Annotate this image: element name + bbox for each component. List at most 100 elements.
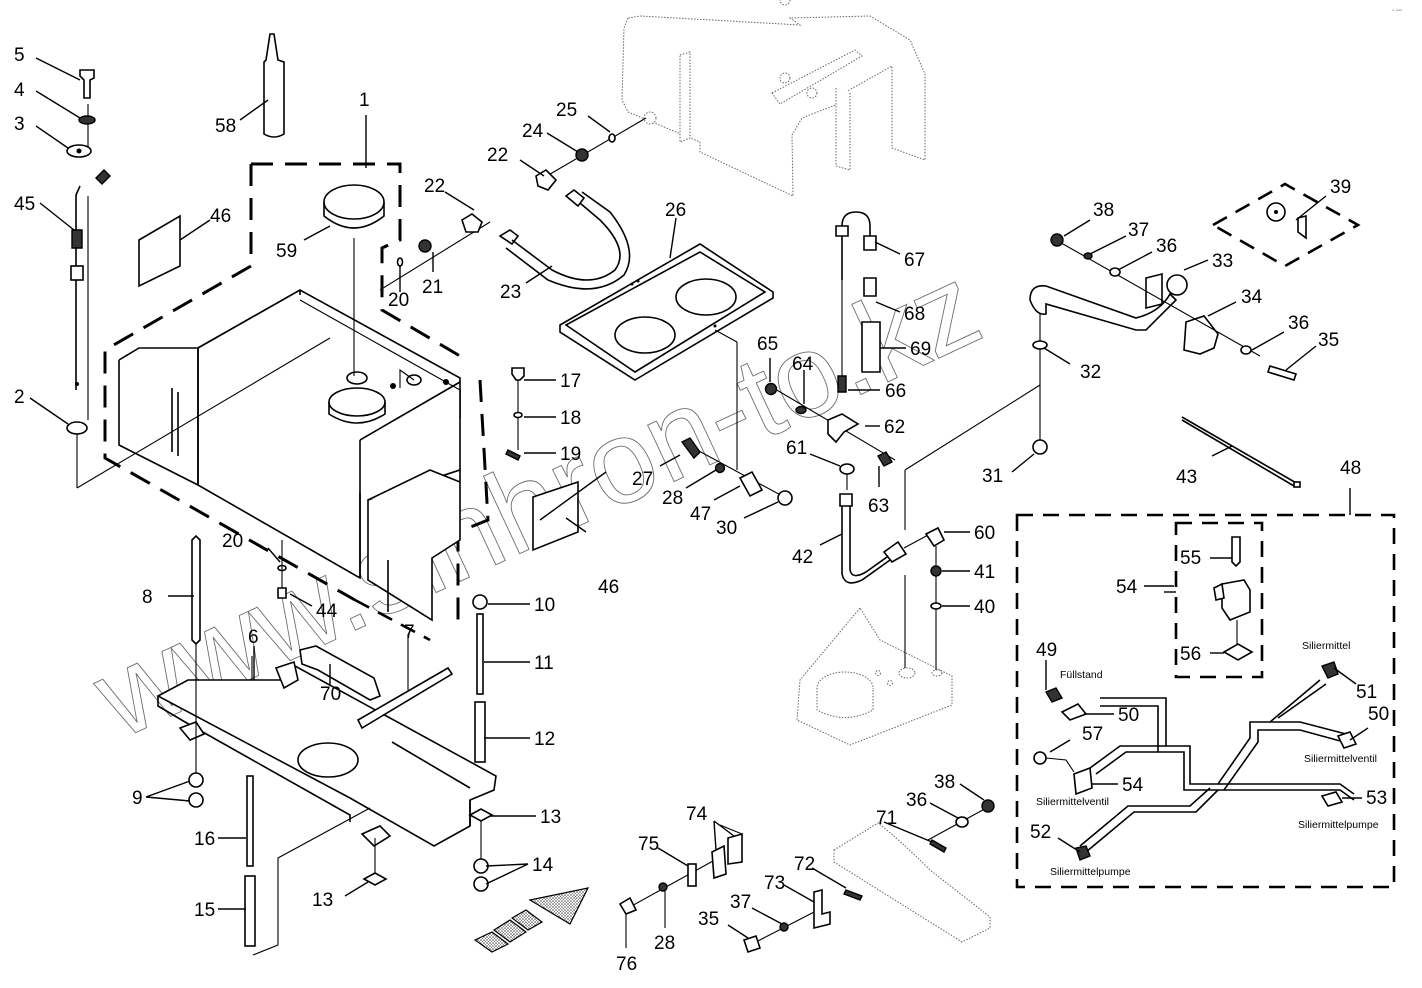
callout-11[interactable]: 11 — [534, 653, 554, 674]
callout-66[interactable]: 66 — [885, 381, 906, 402]
callout-26[interactable]: 26 — [665, 200, 686, 221]
callout-51[interactable]: 51 — [1356, 682, 1377, 703]
callout-45[interactable]: 45 — [14, 194, 35, 215]
callout-52[interactable]: 52 — [1030, 822, 1051, 843]
callout-5[interactable]: 5 — [14, 45, 25, 66]
callout-23[interactable]: 23 — [500, 282, 521, 303]
callout-59[interactable]: 59 — [276, 241, 297, 262]
callout-12[interactable]: 12 — [534, 729, 555, 750]
callout-8[interactable]: 8 — [142, 587, 153, 608]
callout-21[interactable]: 21 — [422, 277, 443, 298]
callout-41[interactable]: 41 — [974, 562, 995, 583]
callout-69[interactable]: 69 — [910, 339, 931, 360]
arm-assembly — [1029, 233, 1298, 455]
callout-38-lower[interactable]: 38 — [934, 772, 955, 793]
callout-28-upper[interactable]: 28 — [662, 488, 683, 509]
callout-20-lower[interactable]: 20 — [222, 531, 243, 552]
callout-49[interactable]: 49 — [1036, 640, 1057, 661]
callout-43[interactable]: 43 — [1176, 467, 1197, 488]
callout-34[interactable]: 34 — [1241, 287, 1263, 308]
callout-36-lower[interactable]: 36 — [906, 790, 927, 811]
callout-17[interactable]: 17 — [560, 371, 581, 392]
callout-19[interactable]: 19 — [560, 444, 581, 465]
callout-24[interactable]: 24 — [522, 121, 544, 142]
callout-37-lower[interactable]: 37 — [730, 892, 751, 913]
hose-23 — [498, 188, 631, 290]
callout-39[interactable]: 39 — [1330, 177, 1351, 198]
callout-72[interactable]: 72 — [794, 854, 815, 875]
callout-13-right[interactable]: 13 — [540, 807, 561, 828]
callout-22-left[interactable]: 22 — [424, 176, 445, 197]
callout-47[interactable]: 47 — [690, 504, 711, 525]
callout-70[interactable]: 70 — [320, 684, 341, 705]
callout-48[interactable]: 48 — [1340, 458, 1361, 479]
callout-22-top[interactable]: 22 — [487, 145, 508, 166]
callout-33[interactable]: 33 — [1212, 251, 1233, 272]
callout-54-harness[interactable]: 54 — [1122, 775, 1144, 796]
callout-9[interactable]: 9 — [132, 788, 143, 809]
callout-32[interactable]: 32 — [1080, 362, 1101, 383]
callout-28-lower[interactable]: 28 — [654, 933, 675, 954]
callout-57[interactable]: 57 — [1082, 724, 1103, 745]
callouts: 5 4 3 45 2 58 1 59 46 20 21 22 23 22 24 … — [14, 45, 1389, 975]
callout-64[interactable]: 64 — [792, 354, 814, 375]
callout-62[interactable]: 62 — [884, 417, 905, 438]
corner-mark: ▪ ▪▪▪ — [1392, 8, 1402, 14]
callout-30[interactable]: 30 — [716, 518, 737, 539]
callout-10[interactable]: 10 — [534, 595, 555, 616]
callout-16[interactable]: 16 — [194, 829, 215, 850]
callout-36-right[interactable]: 36 — [1288, 313, 1309, 334]
callout-50-right[interactable]: 50 — [1368, 704, 1389, 725]
callout-36-upper[interactable]: 36 — [1156, 236, 1177, 257]
base-frame — [156, 634, 497, 848]
callout-15[interactable]: 15 — [194, 900, 215, 921]
callout-50-left[interactable]: 50 — [1118, 705, 1139, 726]
callout-2[interactable]: 2 — [14, 387, 25, 408]
callout-54-box[interactable]: 54 — [1116, 577, 1138, 598]
callout-35-lower[interactable]: 35 — [698, 909, 719, 930]
callout-20-upper[interactable]: 20 — [388, 290, 409, 311]
callout-58[interactable]: 58 — [215, 116, 236, 137]
callout-13-left[interactable]: 13 — [312, 890, 333, 911]
step-bolt-assembly — [927, 799, 995, 853]
callout-60[interactable]: 60 — [974, 523, 995, 544]
callout-53[interactable]: 53 — [1366, 788, 1387, 809]
wiring-harness-kit-48 — [1015, 513, 1396, 889]
callout-3[interactable]: 3 — [14, 114, 25, 135]
callout-68[interactable]: 68 — [904, 304, 925, 325]
callout-76[interactable]: 76 — [616, 954, 637, 975]
callout-31[interactable]: 31 — [982, 466, 1003, 487]
label-plate-46-lower — [532, 480, 579, 552]
callout-73[interactable]: 73 — [764, 873, 785, 894]
callout-27[interactable]: 27 — [632, 469, 653, 490]
callout-74[interactable]: 74 — [686, 804, 708, 825]
callout-40[interactable]: 40 — [974, 597, 995, 618]
callout-37-upper[interactable]: 37 — [1128, 220, 1149, 241]
callout-46-upper[interactable]: 46 — [210, 206, 231, 227]
callout-42[interactable]: 42 — [792, 547, 813, 568]
callout-38-upper[interactable]: 38 — [1093, 200, 1114, 221]
callout-56[interactable]: 56 — [1180, 644, 1201, 665]
callout-75[interactable]: 75 — [638, 834, 659, 855]
callout-14[interactable]: 14 — [532, 855, 554, 876]
callout-55[interactable]: 55 — [1180, 548, 1201, 569]
callout-1[interactable]: 1 — [359, 90, 370, 111]
callout-61[interactable]: 61 — [786, 438, 807, 459]
direction-arrow — [473, 887, 590, 953]
callout-18[interactable]: 18 — [560, 408, 581, 429]
callout-7[interactable]: 7 — [404, 622, 415, 643]
callout-6[interactable]: 6 — [248, 627, 259, 648]
leader-lines — [29, 57, 1369, 939]
callout-35-right[interactable]: 35 — [1318, 330, 1339, 351]
callout-46-lower[interactable]: 46 — [598, 577, 619, 598]
callout-67[interactable]: 67 — [904, 250, 925, 271]
callout-71[interactable]: 71 — [876, 808, 897, 829]
callout-4[interactable]: 4 — [14, 80, 25, 101]
callout-44[interactable]: 44 — [316, 601, 338, 622]
callout-25[interactable]: 25 — [556, 100, 577, 121]
tray-26 — [559, 243, 774, 470]
callout-65[interactable]: 65 — [757, 334, 778, 355]
callout-63[interactable]: 63 — [868, 496, 889, 517]
tank-cap-kit-39 — [1210, 182, 1361, 268]
